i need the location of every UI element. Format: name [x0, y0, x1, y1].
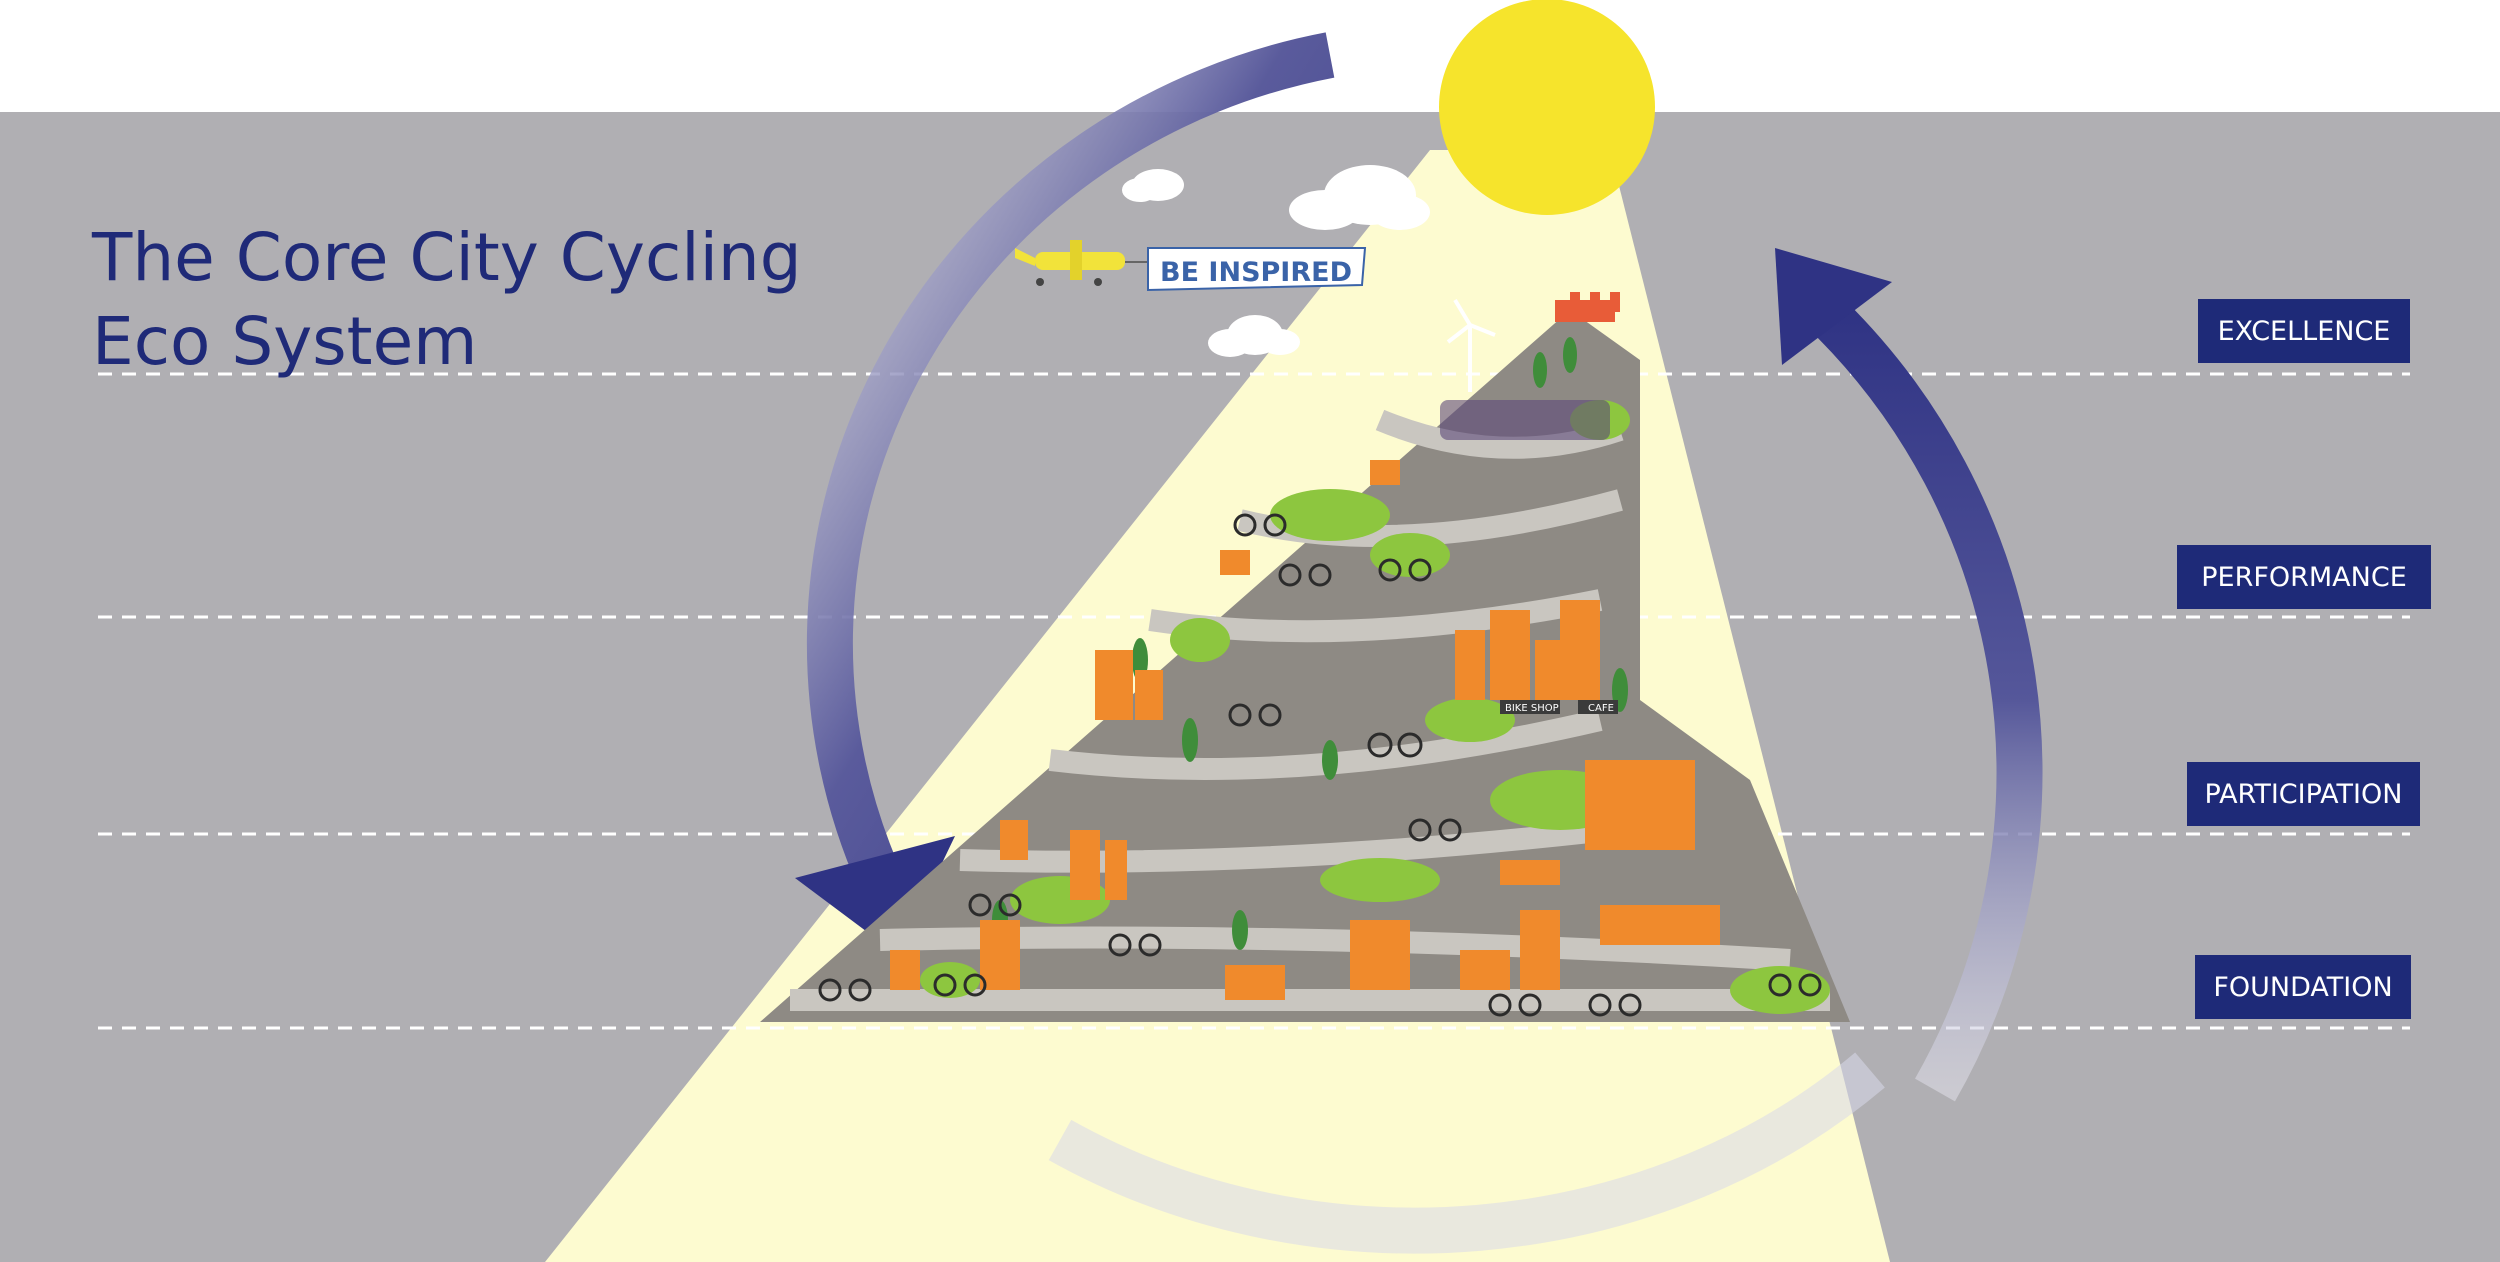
hill: BIKE SHOP CAFE [760, 292, 1850, 1022]
wind-turbine-icon [1446, 298, 1496, 392]
level-badge-performance: PERFORMANCE [2177, 545, 2431, 609]
sun-icon [1439, 0, 1655, 215]
airplane-icon [1015, 240, 1148, 286]
cafe-sign-text: CAFE [1588, 703, 1614, 714]
level-badge-foundation: FOUNDATION [2195, 955, 2411, 1019]
banner-text: BE INSPIRED [1160, 257, 1352, 288]
cloud-icon [1122, 165, 1430, 357]
page-title-line-2: Eco System [92, 303, 478, 381]
banner-flag [1147, 247, 1367, 292]
page-title-line-1: The Core City Cycling [92, 219, 802, 297]
level-badge-excellence: EXCELLENCE [2198, 299, 2410, 363]
page-title: The Core City Cycling Eco System [92, 216, 802, 384]
bike-shop-sign-text: BIKE SHOP [1505, 703, 1559, 714]
cycle-arrow-icon [795, 32, 2043, 1254]
cafe-sign [1578, 700, 1618, 714]
level-badge-participation: PARTICIPATION [2187, 762, 2420, 826]
cyclist-icon [818, 513, 1822, 1017]
bike-shop-sign [1500, 700, 1560, 714]
